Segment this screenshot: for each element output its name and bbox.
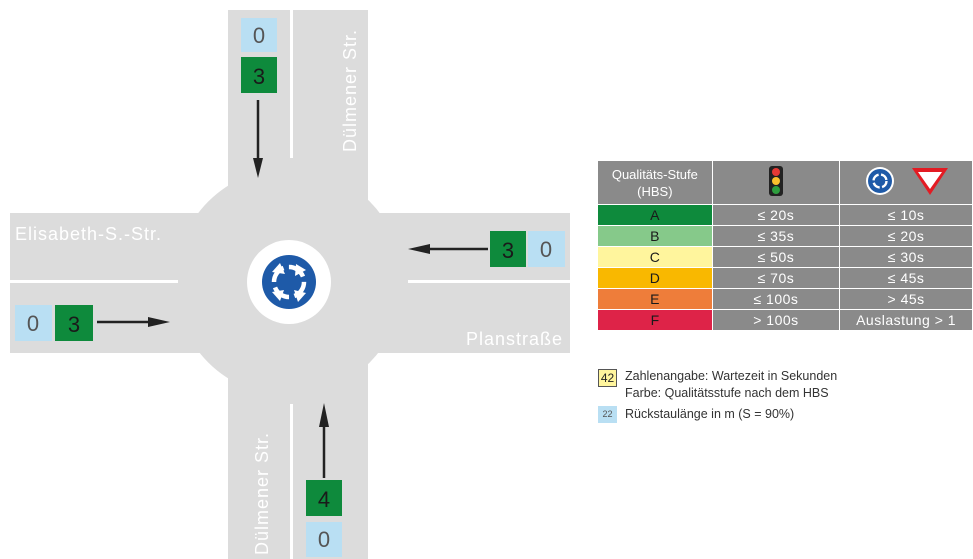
wait-box-south xyxy=(306,480,342,516)
wait-value-east: 3 xyxy=(502,238,514,263)
traffic-light-icon xyxy=(768,165,783,196)
legend-roundabout-cell: Auslastung > 1 xyxy=(839,309,973,331)
legend-roundabout-cell: ≤ 45s xyxy=(839,267,973,289)
legend-row-c: C≤ 50s≤ 30s xyxy=(597,246,973,268)
arrow-south-head xyxy=(319,403,329,427)
note-queue: Rückstaulänge in m (S = 90%) xyxy=(625,407,795,421)
queue-value-east: 0 xyxy=(540,237,552,262)
legend-grade-cell: E xyxy=(597,288,713,310)
queue-sample-swatch: 22 xyxy=(598,406,617,423)
wait-box-west xyxy=(55,305,93,341)
roundabout-sign-icon xyxy=(262,255,316,309)
arrow-west-head xyxy=(148,317,170,327)
legend-grade-cell: F xyxy=(597,309,713,331)
yield-sign-icon xyxy=(912,167,949,195)
legend-signal-cell: > 100s xyxy=(711,309,841,331)
legend-signal-cell: ≤ 50s xyxy=(711,246,841,268)
wait-value-west: 3 xyxy=(68,312,80,337)
legend-row-a: A≤ 20s≤ 10s xyxy=(597,204,973,226)
legend-row-d: D≤ 70s≤ 45s xyxy=(597,267,973,289)
traffic-arrows xyxy=(97,100,488,478)
legend-header-row: Qualitäts-Stufe (HBS) xyxy=(597,160,973,205)
queue-value-north: 0 xyxy=(253,23,265,48)
arrow-east-head xyxy=(408,244,430,254)
street-label-west: Elisabeth-S.-Str. xyxy=(15,224,162,244)
lane-divider-north xyxy=(290,10,293,158)
wait-sample-swatch: 42 xyxy=(598,369,617,387)
queue-box-south xyxy=(306,522,342,557)
quality-legend-table: Qualitäts-Stufe (HBS) xyxy=(597,160,973,331)
arrow-north-head xyxy=(253,158,263,178)
header-sign-icons xyxy=(866,166,949,195)
wait-box-east xyxy=(490,231,526,267)
legend-header-signal xyxy=(711,160,841,205)
note-wait-line-1: Zahlenangabe: Wartezeit in Sekunden xyxy=(625,369,838,383)
street-label-north: Dülmener Str. xyxy=(340,29,360,152)
legend-header-grade: Qualitäts-Stufe (HBS) xyxy=(597,160,713,205)
legend-row-e: E≤ 100s> 45s xyxy=(597,288,973,310)
legend-grade-cell: D xyxy=(597,267,713,289)
lane-divider-west xyxy=(10,280,178,283)
legend-signal-cell: ≤ 100s xyxy=(711,288,841,310)
wait-value-north: 3 xyxy=(253,64,265,89)
legend-grade-cell: B xyxy=(597,225,713,247)
queue-value-west: 0 xyxy=(27,311,39,336)
note-wait-line-2: Farbe: Qualitätsstufe nach dem HBS xyxy=(625,386,829,400)
legend-row-b: B≤ 35s≤ 20s xyxy=(597,225,973,247)
legend-signal-cell: ≤ 35s xyxy=(711,225,841,247)
legend-roundabout-cell: > 45s xyxy=(839,288,973,310)
legend-grade-cell: A xyxy=(597,204,713,226)
queue-value-south: 0 xyxy=(318,527,330,552)
queue-box-north xyxy=(241,18,277,52)
legend-signal-cell: ≤ 20s xyxy=(711,204,841,226)
legend-roundabout-cell: ≤ 10s xyxy=(839,204,973,226)
queue-box-east xyxy=(528,231,565,267)
legend-signal-cell: ≤ 70s xyxy=(711,267,841,289)
legend-roundabout-cell: ≤ 20s xyxy=(839,225,973,247)
street-label-south: Dülmener Str. xyxy=(252,432,272,555)
roundabout-sign-icon xyxy=(866,166,895,195)
legend-roundabout-cell: ≤ 30s xyxy=(839,246,973,268)
wait-value-south: 4 xyxy=(318,487,330,512)
lane-divider-east xyxy=(408,280,570,283)
queue-box-west xyxy=(15,305,52,341)
street-label-east: Planstraße xyxy=(466,329,563,349)
wait-box-north xyxy=(241,57,277,93)
legend-header-roundabout xyxy=(839,160,973,205)
legend-grade-cell: C xyxy=(597,246,713,268)
lane-divider-south xyxy=(290,404,293,559)
